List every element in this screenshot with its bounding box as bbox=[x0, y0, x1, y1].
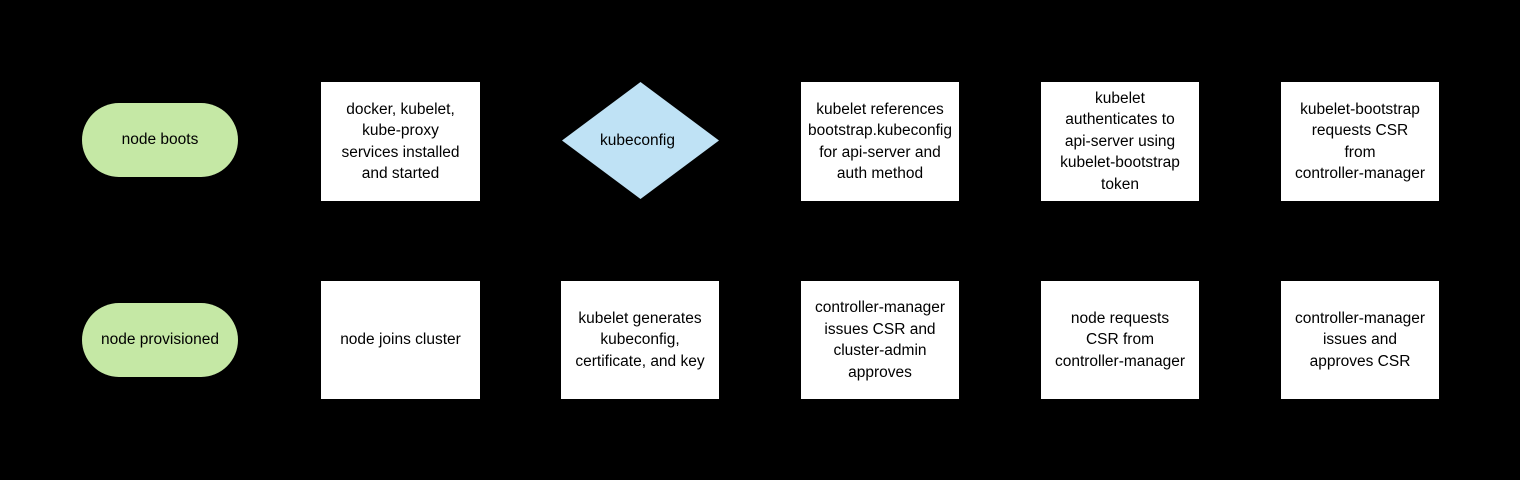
node-kubeconfig-decision[interactable]: kubeconfig bbox=[562, 82, 719, 199]
node-node-provisioned[interactable]: node provisioned bbox=[82, 303, 238, 377]
node-label: kubeconfig bbox=[600, 131, 675, 149]
node-node-boots[interactable]: node boots bbox=[82, 103, 238, 177]
node-label: node joins cluster bbox=[340, 331, 461, 349]
node-node-joins-cluster[interactable]: node joins cluster bbox=[321, 281, 480, 399]
node-label: node provisioned bbox=[100, 331, 220, 349]
node-label: node boots bbox=[121, 131, 199, 149]
